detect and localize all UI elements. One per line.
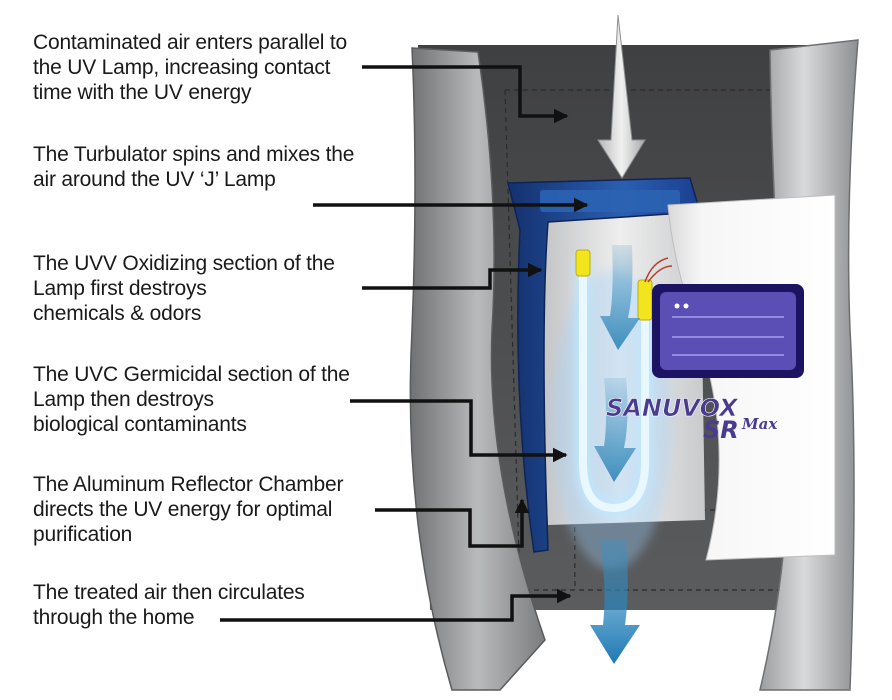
callout-line: Contaminated air enters parallel to [33,31,348,54]
callout-line: The treated air then circulates [33,581,305,604]
blue-housing [507,177,701,553]
leader-reflector [375,498,530,548]
lamp-cap-left [575,249,591,277]
airflow-arrow-1 [600,245,640,350]
leader-uvc-section [350,399,568,463]
brand-name: SANUVOX [606,394,739,422]
display-screen [660,292,796,370]
uv-j-lamp-tube [579,258,649,513]
airflow-arrow-2 [594,378,636,482]
callout-line: the UV Lamp, increasing contact [33,56,331,79]
callout-treated-air: The treated air then circulates through … [33,580,305,630]
display-led-2 [683,303,689,309]
turbulator-top [540,190,680,212]
callout-reflector: The Aluminum Reflector Chamber directs t… [33,472,343,547]
callout-line: through the home [33,606,195,629]
callout-line: purification [33,523,133,546]
callout-line: The UVV Oxidizing section of the [33,252,335,275]
callout-uvc-section: The UVC Germicidal section of the Lamp t… [33,362,350,437]
leader-uvv-section [362,262,543,290]
callout-line: The Turbulator spins and mixes the [33,143,355,166]
lamp-cap-right [637,279,653,321]
brand-model: SR [703,416,739,444]
callout-turbulator: The Turbulator spins and mixes the air a… [33,142,354,192]
leader-treated-air [220,588,572,622]
display-led-1 [674,303,680,309]
treated-air-arrow [590,540,640,664]
lamp-wires [644,257,673,283]
callout-line: The Aluminum Reflector Chamber [33,473,344,496]
duct-left-wall [409,47,546,691]
callout-line: air around the UV ‘J’ Lamp [33,168,276,191]
callout-line: directs the UV energy for optimal [33,498,333,521]
leader-air-intake [362,65,569,124]
callout-line: Lamp then destroys [33,388,214,411]
callout-line: time with the UV energy [33,81,252,104]
callout-line: chemicals & odors [33,302,202,325]
callout-line: biological contaminants [33,413,247,436]
brand-model-suffix: Max [741,415,778,433]
callout-line: The UVC Germicidal section of the [33,363,350,386]
incoming-air-arrow [597,14,646,179]
callout-uvv-section: The UVV Oxidizing section of the Lamp fi… [33,251,335,326]
callout-air-intake: Contaminated air enters parallel to the … [33,30,347,105]
callout-line: Lamp first destroys [33,277,207,300]
